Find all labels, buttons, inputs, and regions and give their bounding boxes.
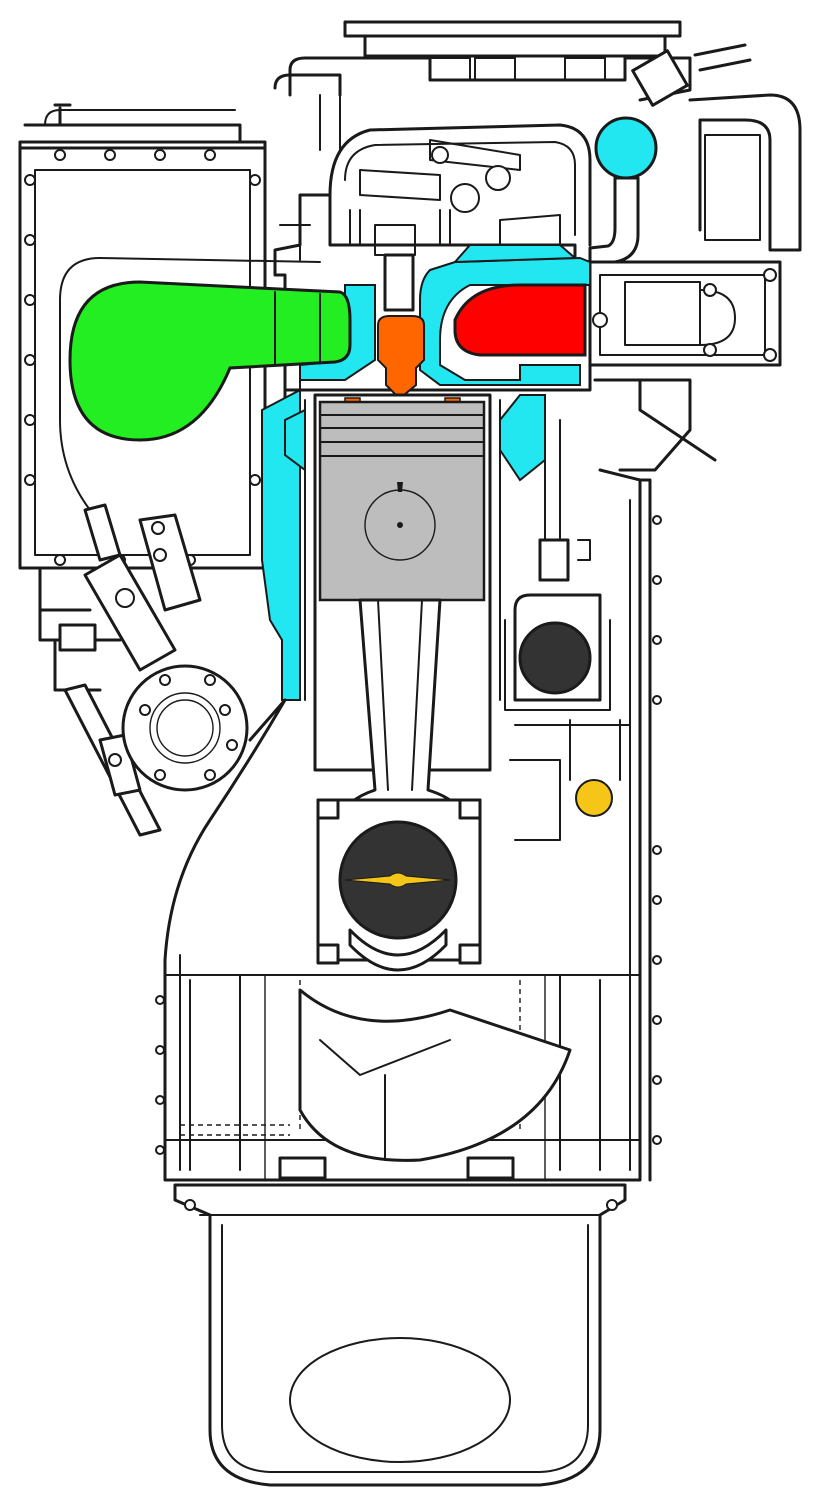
- fuel-injector: [344, 253, 461, 411]
- intake-air-duct: [68, 280, 352, 442]
- cooling-jacket: [261, 244, 591, 701]
- oil-gallery: [509, 719, 631, 841]
- crank-oil-passage: [344, 872, 451, 888]
- piston: [318, 400, 486, 602]
- crankshaft: [278, 820, 572, 1180]
- oil-sump: [173, 1183, 627, 1487]
- top-manifold: [273, 20, 752, 151]
- right-upper-housing: [588, 93, 802, 472]
- coolant-outlet-pipe: [588, 116, 658, 264]
- cylinder-head: [273, 123, 592, 392]
- cylinder-liner: [304, 393, 501, 772]
- coolant-outlet-circle: [594, 116, 658, 180]
- camshaft-assembly: [504, 419, 611, 711]
- fuel-injection-pump: [58, 503, 287, 837]
- exhaust-port: [453, 283, 587, 357]
